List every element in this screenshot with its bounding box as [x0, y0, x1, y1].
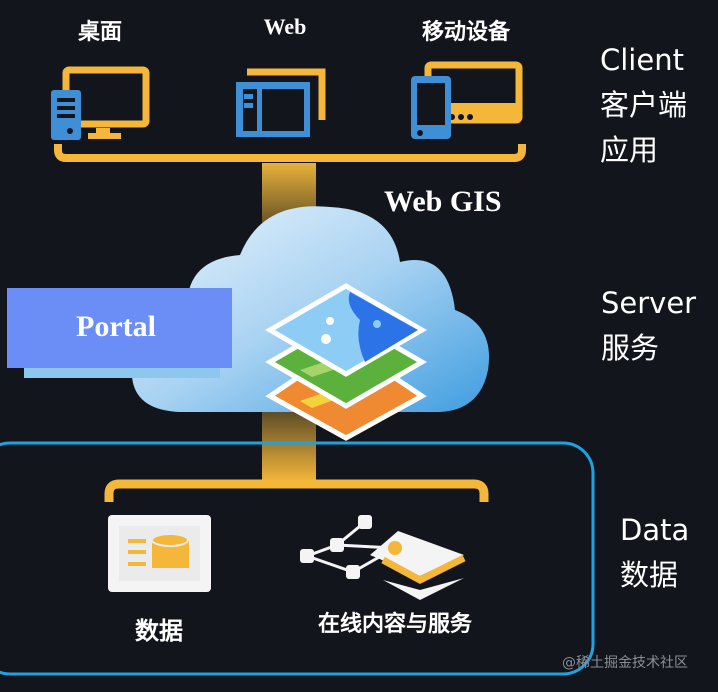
server-tier-label-zh: 服务 — [601, 331, 660, 365]
client-label-desktop: 桌面 — [77, 20, 123, 45]
online-content-label: 在线内容与服务 — [317, 612, 473, 637]
web-gis-title: Web GIS — [384, 185, 502, 218]
client-tier-label-zh: 客户端 — [600, 88, 688, 122]
client-bracket — [54, 144, 526, 162]
client-tier-label-en: Client — [600, 43, 684, 77]
portal-box — [7, 288, 232, 368]
online-content-icon — [300, 515, 466, 600]
portal-label: Portal — [76, 310, 156, 343]
data-tier-frame — [0, 441, 595, 676]
data-tier-label-zh: 数据 — [620, 558, 679, 592]
watermark: @稀土掘金技术社区 — [562, 655, 688, 671]
map-layers-icon — [265, 283, 427, 441]
client-label-mobile: 移动设备 — [421, 20, 511, 45]
server-data-connector — [262, 410, 316, 482]
data-tier-label-en: Data — [620, 513, 690, 547]
server-tier-label-en: Server — [601, 286, 697, 320]
desktop-icon — [51, 66, 150, 140]
data-bracket — [104, 479, 489, 502]
database-icon — [108, 515, 211, 592]
client-label-web: Web — [263, 14, 307, 39]
mobile-devices-icon — [411, 61, 523, 139]
client-tier-label-zh-2: 应用 — [600, 133, 659, 167]
web-browser-icon — [236, 68, 326, 137]
data-label: 数据 — [135, 617, 183, 645]
